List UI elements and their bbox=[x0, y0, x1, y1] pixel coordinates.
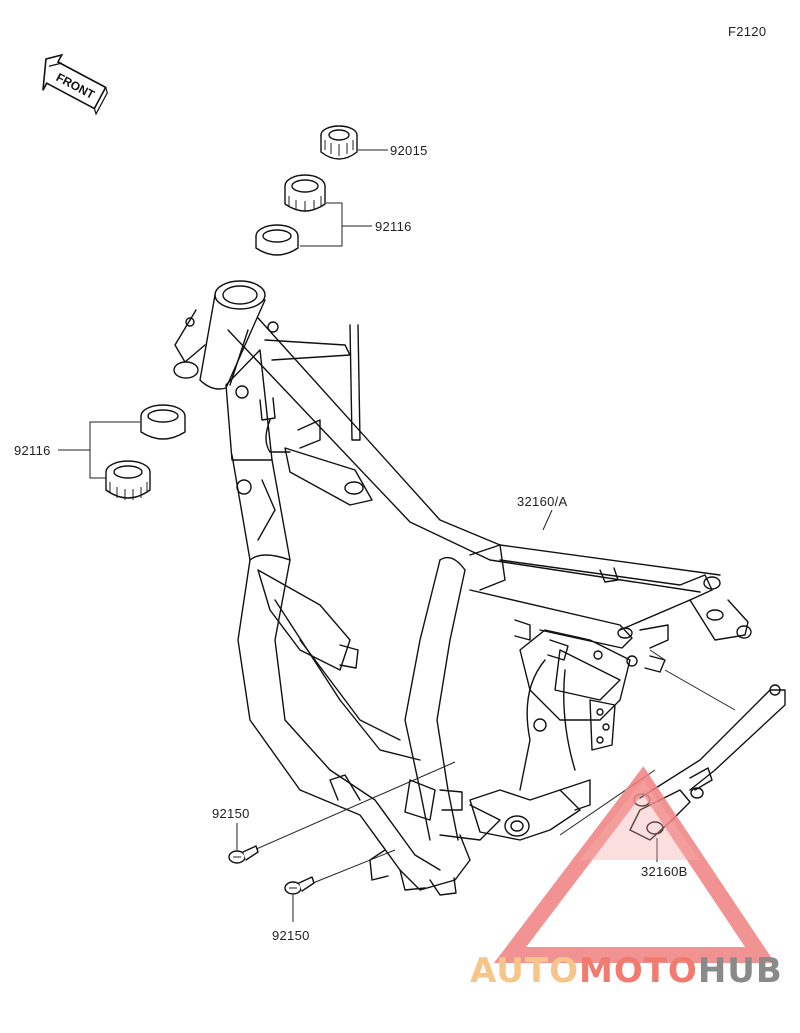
front-arrow-icon: FRONT bbox=[42, 53, 108, 116]
label-92116-lower: 92116 bbox=[14, 443, 51, 458]
bolt-left bbox=[228, 845, 259, 864]
lower-race bbox=[140, 404, 186, 440]
label-92150-right: 92150 bbox=[272, 928, 310, 943]
watermark-part-hub: HUB bbox=[698, 951, 783, 991]
label-92015: 92015 bbox=[390, 143, 428, 158]
upper-race bbox=[255, 224, 299, 256]
bolt-right bbox=[284, 876, 315, 895]
upper-bearing bbox=[284, 174, 326, 212]
label-32160A: 32160/A bbox=[517, 494, 568, 509]
watermark-logo bbox=[493, 766, 775, 963]
label-92116-upper: 92116 bbox=[375, 219, 412, 234]
watermark-part-moto: MOTO bbox=[579, 951, 698, 991]
watermark-text: AUTOMOTOHUB bbox=[470, 951, 783, 991]
steering-nut bbox=[320, 125, 358, 160]
label-92150-left: 92150 bbox=[212, 806, 250, 821]
label-32160B: 32160B bbox=[641, 864, 688, 879]
lower-bearing bbox=[105, 460, 151, 500]
watermark-part-auto: AUTO bbox=[470, 951, 579, 991]
figure-code: F2120 bbox=[728, 24, 766, 39]
watermark-triangle-icon bbox=[493, 766, 775, 963]
motorcycle-frame bbox=[173, 280, 786, 896]
